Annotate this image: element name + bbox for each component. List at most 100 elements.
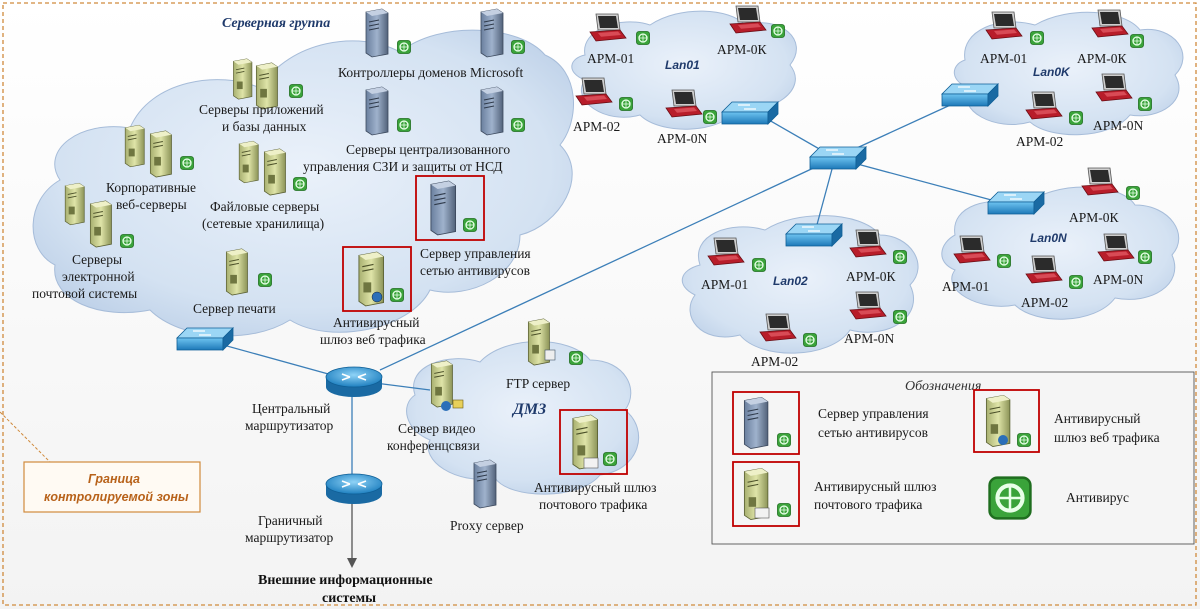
lan0k-label: Lan0K: [1033, 65, 1071, 79]
proxy-server-icon: [473, 459, 497, 509]
border-router-icon: [325, 473, 383, 505]
lan02-arm-0n-label: АРМ-0N: [844, 331, 895, 346]
video-server-icon: [430, 360, 453, 408]
web-servers-label-2: веб-серверы: [116, 197, 187, 212]
antivirus-icon: [1030, 31, 1044, 45]
envelope-icon: [754, 507, 770, 519]
antivirus-icon: [397, 118, 411, 132]
external-systems-label-1: Внешние информационные: [258, 573, 433, 588]
legend-antivirus-icon: [990, 478, 1031, 519]
lan0k-cloud: [953, 11, 1184, 136]
web-server-icon: [149, 130, 172, 178]
lan02-arm-02-label: АРМ-02: [751, 354, 798, 369]
av-management-highlight: [415, 175, 485, 241]
lan02-label: Lan02: [773, 274, 808, 288]
antivirus-icon: [1069, 111, 1083, 125]
antivirus-icon: [1130, 34, 1144, 48]
folder-icon: [544, 349, 556, 361]
av-web-gateway-highlight: [342, 246, 412, 312]
antivirus-icon: [803, 333, 817, 347]
external-systems-label-2: системы: [322, 591, 376, 606]
lan0k-switch-icon: [941, 83, 999, 107]
arrow-icon: [347, 558, 357, 568]
mail-servers-label-3: почтовой системы: [32, 286, 137, 301]
domain-controllers-label: Контроллеры доменов Microsoft: [338, 65, 523, 80]
lan02-arm-01-label: АРМ-01: [701, 277, 748, 292]
mail-servers-label-2: электронной: [62, 269, 135, 284]
antivirus-icon: [463, 218, 477, 232]
web-server-icon: [124, 124, 145, 168]
antivirus-icon: [511, 40, 525, 54]
antivirus-icon: [397, 40, 411, 54]
antivirus-icon: [893, 250, 907, 264]
antivirus-icon: [293, 177, 307, 191]
lan0n-arm-02-label: АРМ-02: [1021, 295, 1068, 310]
antivirus-icon: [180, 156, 194, 170]
av-mail-gateway-label-1: Антивирусный шлюз: [534, 480, 656, 495]
antivirus-icon: [569, 351, 583, 365]
szi-server-icon: [480, 86, 504, 136]
video-server-label-2: конференцсвязи: [387, 438, 480, 453]
antivirus-icon: [1017, 433, 1031, 447]
central-router-label-1: Центральный: [252, 401, 330, 416]
lan01-label: Lan01: [665, 58, 700, 72]
szi-label-1: Серверы централизованного: [346, 142, 510, 157]
av-web-gateway-label-2: шлюз веб трафика: [320, 332, 426, 347]
ftp-server-label: FTP сервер: [506, 376, 570, 391]
legend-av-mail-highlight: [732, 461, 800, 527]
lan01-arm-0n-label: АРМ-0N: [657, 131, 708, 146]
file-servers-label-1: Файловые серверы: [210, 199, 319, 214]
antivirus-icon: [603, 452, 617, 466]
zone-callout-label-1: Граница: [88, 472, 140, 486]
dmz-label: ДМЗ: [511, 401, 546, 418]
legend-antivirus-label: Антивирус: [1066, 490, 1129, 505]
antivirus-icon: [1138, 97, 1152, 111]
antivirus-icon: [1069, 275, 1083, 289]
border-router-label-1: Граничный: [258, 513, 322, 528]
legend: Обозначения Сервер управления сетью анти…: [711, 371, 1195, 545]
av-mail-gateway-highlight: [559, 409, 628, 475]
border-router-label-2: маршрутизатор: [245, 530, 333, 545]
lan01-arm-01-label: АРМ-01: [587, 51, 634, 66]
legend-av-web-label-1: Антивирусный: [1054, 411, 1141, 426]
antivirus-icon: [120, 234, 134, 248]
envelope-icon: [583, 457, 599, 469]
camera-icon: [452, 399, 464, 409]
lan02-switch-icon: [785, 223, 843, 247]
antivirus-icon: [258, 273, 272, 287]
antivirus-icon: [752, 258, 766, 272]
legend-av-web-label-2: шлюз веб трафика: [1054, 430, 1160, 445]
lan0k-arm-0n-label: АРМ-0N: [1093, 118, 1144, 133]
antivirus-icon: [636, 31, 650, 45]
web-servers-label-1: Корпоративные: [106, 180, 196, 195]
workstation-laptop-icon: [1081, 167, 1119, 196]
antivirus-icon: [1138, 250, 1152, 264]
lan0n-arm-01-label: АРМ-01: [942, 279, 989, 294]
legend-av-mgmt-server-icon: [743, 396, 769, 450]
antivirus-icon: [771, 24, 785, 38]
server-group-switch-icon: [176, 327, 234, 351]
file-server-icon: [238, 140, 259, 184]
server-group-title: Серверная группа: [222, 16, 330, 31]
print-server-icon: [225, 248, 248, 296]
print-server-label: Сервер печати: [193, 301, 276, 316]
legend-av-mail-label-1: Антивирусный шлюз: [814, 479, 936, 494]
mail-server-icon: [64, 182, 85, 226]
szi-server-icon: [365, 86, 389, 136]
zone-callout-label-2: контролируемой зоны: [44, 490, 189, 504]
globe-icon: [371, 291, 383, 303]
antivirus-icon: [777, 503, 791, 517]
legend-av-mail-label-2: почтового трафика: [814, 497, 922, 512]
antivirus-icon: [893, 310, 907, 324]
antivirus-icon: [997, 254, 1011, 268]
lan01-switch-icon: [721, 101, 779, 125]
central-router-label-2: маршрутизатор: [245, 418, 333, 433]
antivirus-icon: [619, 97, 633, 111]
domain-controller-server-icon: [365, 8, 389, 58]
app-db-label-2: и базы данных: [222, 119, 307, 134]
av-management-label-2: сетью антивирусов: [420, 263, 530, 278]
app-server-icon: [233, 58, 253, 100]
antivirus-icon: [511, 118, 525, 132]
